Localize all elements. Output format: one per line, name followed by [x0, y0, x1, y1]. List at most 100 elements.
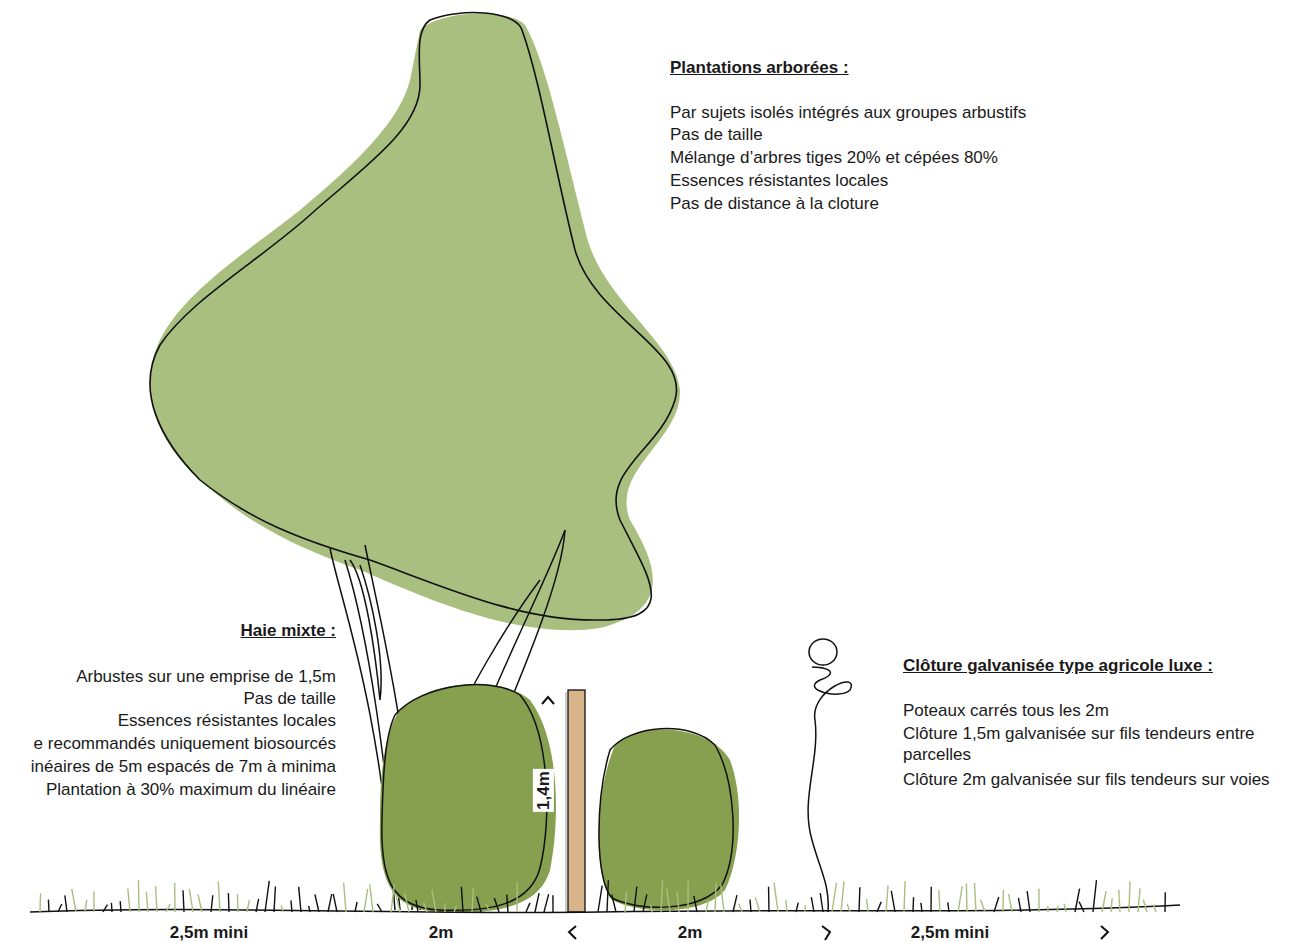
grass-blade — [739, 904, 742, 912]
grass-blade — [507, 895, 508, 912]
grass-blade — [994, 897, 999, 912]
note-line: e recommandés uniquement biosourcés — [34, 733, 336, 754]
shrub-outline — [382, 685, 547, 911]
grass-blade — [1119, 890, 1120, 912]
grass-blade — [265, 881, 269, 912]
grass — [40, 880, 1165, 912]
fence-post — [568, 690, 585, 912]
grass-blade — [198, 894, 202, 912]
grass-blade — [1143, 900, 1147, 912]
dimension-label: 2m — [678, 922, 703, 942]
grass-blade — [1057, 906, 1058, 912]
grass-blade — [93, 891, 95, 912]
grass-blade — [643, 894, 647, 912]
grass-blade — [1047, 906, 1049, 912]
grass-blade — [472, 887, 473, 912]
grass-blade — [820, 893, 823, 912]
dimension-label: 2m — [429, 922, 454, 942]
grass-blade — [237, 894, 239, 912]
note-line: Pas de taille — [670, 124, 763, 145]
grass-blade — [218, 881, 220, 912]
note-line: Plantation à 30% maximum du linéaire — [46, 779, 336, 800]
grass-blade — [166, 904, 170, 912]
grass-blade — [706, 900, 708, 912]
note-line: Par sujets isolés intégrés aux groupes a… — [670, 102, 1026, 123]
grass-blade — [1064, 904, 1066, 912]
grass-blade — [526, 903, 530, 912]
grass-blade — [391, 884, 394, 912]
grass-blade — [981, 900, 985, 912]
grass-blade — [694, 896, 697, 912]
note-line: Mélange d’arbres tiges 20% et cépées 80% — [670, 147, 998, 168]
grass-blade — [598, 886, 602, 912]
grass-blade — [370, 884, 373, 912]
grass-blade — [256, 899, 259, 912]
grass-blade — [867, 899, 868, 912]
dimension-label: 2,5m mini — [911, 922, 989, 942]
grass-blade — [607, 880, 608, 912]
grass-blade — [454, 906, 457, 912]
grass-blade — [1102, 891, 1106, 912]
grass-blade — [128, 889, 130, 912]
grass-blade — [432, 890, 436, 912]
grass-blade — [939, 890, 940, 912]
grass-blade — [281, 905, 283, 912]
grass-blade — [138, 880, 140, 912]
note-line: Clôture 1,5m galvanisée sur fils tendeur… — [903, 723, 1308, 765]
grass-blade — [344, 883, 346, 912]
grass-blade — [461, 887, 463, 912]
grass-blade — [1027, 891, 1030, 912]
note-line: Arbustes sur une emprise de 1,5m — [76, 666, 336, 687]
grass-blade — [333, 894, 337, 912]
grass-blade — [1018, 898, 1021, 912]
grass-blade — [103, 905, 107, 912]
grass-blade — [912, 897, 914, 912]
note-line: Clôture 2m galvanisée sur fils tendeurs … — [903, 769, 1270, 790]
grass-blade — [877, 902, 881, 912]
dimension-label: 2,5m mini — [170, 922, 248, 942]
grass-blade — [733, 895, 737, 912]
note-line: inéaires de 5m espacés de 7m à minima — [31, 756, 336, 777]
grass-blade — [1075, 889, 1080, 912]
grass-blade — [174, 883, 176, 912]
grass-blade — [416, 900, 418, 912]
grass-blade — [1093, 880, 1096, 912]
grass-blade — [477, 897, 481, 912]
grass-blade — [966, 884, 968, 912]
grass-blade — [625, 892, 627, 912]
section-heading: Clôture galvanisée type agricole luxe : — [903, 655, 1213, 676]
section-heading: Haie mixte : — [241, 620, 336, 641]
grass-blade — [786, 900, 787, 912]
grass-blade — [958, 886, 962, 912]
grass-blade — [146, 892, 148, 912]
note-line: Essences résistantes locales — [670, 170, 888, 191]
grass-blade — [796, 903, 798, 912]
grass-blade — [832, 883, 836, 912]
grass-blade — [544, 894, 549, 912]
grass-blade — [811, 897, 814, 912]
grass-blade — [494, 898, 499, 912]
grass-blade — [774, 883, 778, 912]
grass-blade — [274, 887, 275, 912]
grass-blade — [424, 902, 427, 912]
grass-blade — [634, 886, 637, 912]
grass-blade — [612, 895, 616, 912]
grass-blade — [228, 893, 230, 912]
grass-blade — [661, 880, 663, 912]
grass-blade — [921, 903, 922, 912]
grass-blade — [247, 900, 249, 912]
grass-blade — [904, 881, 905, 912]
grass-blade — [291, 900, 292, 912]
grass-blade — [552, 895, 553, 912]
grass-blade — [299, 887, 301, 912]
grass-blade — [48, 900, 50, 912]
tree-canopy — [150, 14, 680, 631]
note-line: Pas de distance à la cloture — [670, 193, 879, 214]
grass-blade — [1111, 898, 1112, 912]
grass-blade — [948, 902, 949, 912]
grass-blade — [85, 900, 87, 912]
tree-canopy-outline — [150, 13, 677, 621]
grass-blade — [841, 881, 844, 912]
grass-blade — [364, 889, 368, 912]
